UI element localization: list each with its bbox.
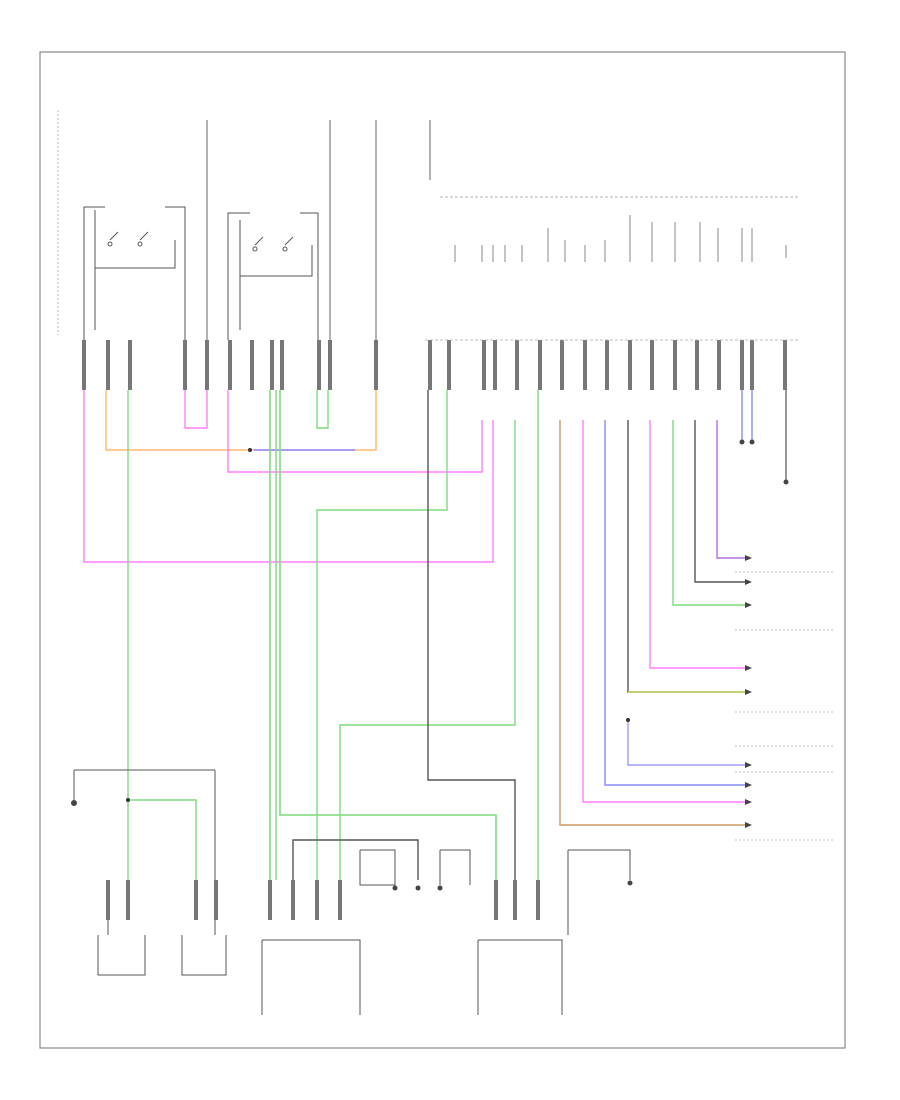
bottom-pins — [106, 880, 540, 920]
bottom-ground-symbols — [392, 880, 633, 891]
right-terminals — [745, 555, 752, 828]
wire-blue-2 — [604, 420, 745, 786]
wire-pink-1 — [184, 390, 208, 429]
switch-module-center — [227, 212, 319, 340]
bottom-housings — [261, 849, 631, 1015]
lamp-left — [97, 880, 146, 976]
wire-orange — [105, 390, 377, 451]
wire-blue-4 — [627, 720, 745, 766]
wire-brown — [559, 420, 745, 826]
lamp-right — [73, 769, 227, 976]
wire-black-2 — [427, 390, 516, 880]
wire-black-1 — [694, 420, 745, 583]
wire-violet — [716, 420, 745, 559]
wire-black-3 — [292, 839, 419, 880]
wire-pink-3 — [83, 390, 494, 563]
wire-green-2 — [269, 390, 497, 880]
connector-pins-right — [428, 340, 787, 390]
wire-blue-3 — [741, 390, 753, 440]
wire-green-4 — [316, 390, 448, 880]
wire-green-9 — [130, 799, 197, 880]
connector-top-stubs — [454, 215, 787, 262]
switch-module-left — [83, 206, 186, 340]
wire-black-4 — [627, 420, 745, 693]
fuse-feeds — [206, 120, 431, 340]
wire-pink-5 — [582, 420, 745, 803]
connector-pins-left — [82, 340, 378, 390]
diagram-frame — [39, 51, 846, 1049]
wire-pink-2 — [227, 390, 483, 473]
ground-symbols-right — [739, 439, 789, 485]
wire-green-8 — [316, 390, 329, 429]
ground-left — [71, 800, 77, 806]
right-separators — [735, 571, 835, 841]
wire-green-7 — [672, 420, 745, 606]
splice-dots — [126, 448, 630, 802]
wire-pink-4 — [649, 420, 745, 669]
